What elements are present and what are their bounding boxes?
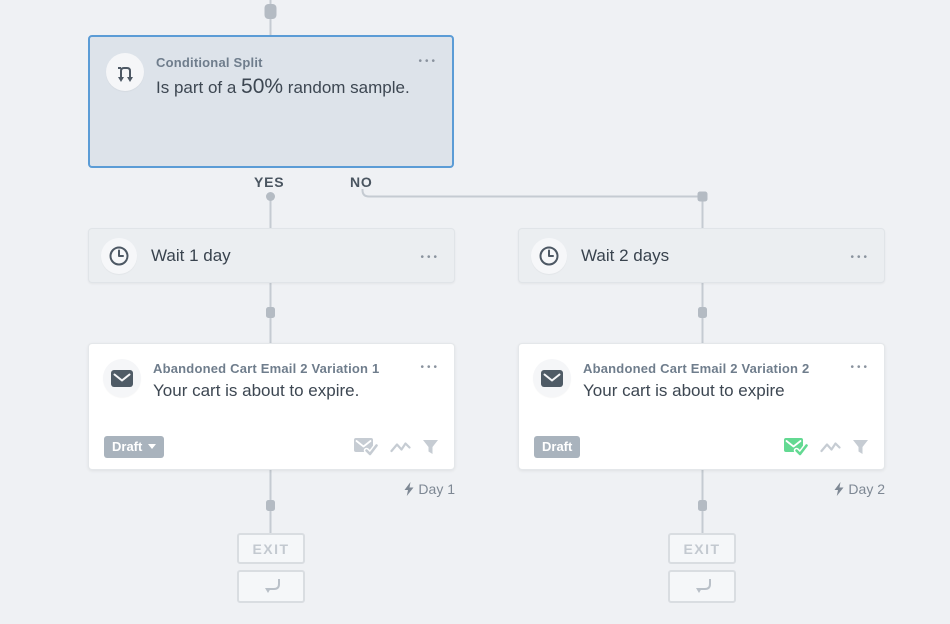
email-more-menu-button[interactable]: •••	[420, 362, 440, 373]
branch-label-no: NO	[350, 174, 373, 190]
conditional-split-card[interactable]: Conditional Split Is part of a 50% rando…	[88, 35, 454, 168]
email-card-title: Abandoned Cart Email 2 Variation 1	[153, 361, 380, 376]
wait-card-right[interactable]: Wait 2 days •••	[518, 228, 885, 283]
status-label: Draft	[112, 439, 143, 454]
wait-label: Wait 2 days	[581, 245, 670, 265]
split-more-menu-button[interactable]: •••	[418, 56, 438, 67]
email-icon	[103, 359, 141, 397]
email-sent-check-icon-active[interactable]	[783, 436, 809, 458]
email-card-left[interactable]: Abandoned Cart Email 2 Variation 1 Your …	[88, 343, 455, 470]
status-label: Draft	[542, 439, 573, 454]
email-more-menu-button[interactable]: •••	[850, 362, 870, 373]
exit-node-left: EXIT	[237, 533, 305, 564]
conditional-split-icon	[106, 53, 144, 91]
day-label-text: Day 1	[418, 481, 455, 497]
day-label-left: Day 1	[404, 481, 455, 497]
lightning-icon	[834, 482, 844, 496]
merge-arrow-icon	[696, 579, 711, 593]
email-card-title: Abandoned Cart Email 2 Variation 2	[583, 361, 810, 376]
analytics-trend-icon[interactable]	[820, 439, 841, 455]
clock-icon	[531, 237, 567, 274]
clock-icon	[101, 237, 137, 274]
status-badge[interactable]: Draft	[534, 436, 581, 458]
wait-label: Wait 1 day	[151, 245, 231, 265]
email-subject: Your cart is about to expire	[583, 381, 785, 400]
wait-more-menu-button[interactable]: •••	[850, 251, 870, 263]
exit-node-right: EXIT	[668, 533, 736, 564]
lightning-icon	[404, 482, 414, 496]
email-action-icons	[353, 436, 439, 458]
sample-percentage: 50%	[241, 75, 284, 98]
email-subject: Your cart is about to expire.	[153, 381, 360, 400]
email-action-icons	[783, 436, 869, 458]
status-badge-dropdown[interactable]: Draft	[104, 436, 165, 458]
split-text-suffix: random sample.	[283, 78, 410, 97]
merge-node-left	[237, 570, 305, 603]
email-card-footer: Draft	[519, 436, 884, 458]
merge-arrow-icon	[265, 579, 280, 593]
merge-node-right	[668, 570, 736, 603]
wait-more-menu-button[interactable]: •••	[420, 251, 440, 263]
filter-funnel-icon[interactable]	[852, 439, 869, 455]
email-sent-check-icon[interactable]	[353, 436, 379, 458]
wait-card-left[interactable]: Wait 1 day •••	[88, 228, 455, 283]
email-icon	[533, 359, 571, 397]
caret-down-icon	[148, 444, 157, 449]
branch-label-yes: YES	[254, 174, 285, 190]
email-card-footer: Draft	[89, 436, 454, 458]
split-description: Is part of a 50% random sample.	[156, 75, 414, 99]
day-label-text: Day 2	[848, 481, 885, 497]
day-label-right: Day 2	[834, 481, 885, 497]
split-card-title: Conditional Split	[156, 55, 263, 70]
filter-funnel-icon[interactable]	[422, 439, 439, 455]
split-text-prefix: Is part of a	[156, 78, 242, 97]
analytics-trend-icon[interactable]	[390, 439, 411, 455]
email-card-right[interactable]: Abandoned Cart Email 2 Variation 2 Your …	[518, 343, 885, 470]
